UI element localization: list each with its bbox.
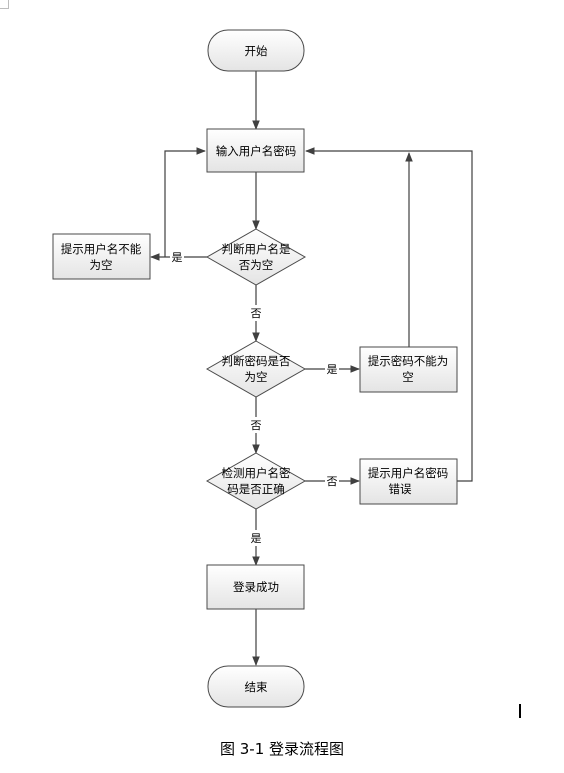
- end-terminator: [207, 665, 305, 708]
- verify-label-line1: 检测用户名密: [222, 466, 291, 480]
- end-label: 结束: [245, 680, 268, 694]
- success-label: 登录成功: [233, 580, 279, 594]
- user-empty-label-line1: 提示用户名不能: [61, 242, 142, 256]
- edge-label-pwd-empty-yes: 是: [327, 363, 338, 376]
- success-process-box: [206, 564, 305, 610]
- verify-label-line2: 码是否正确: [227, 482, 285, 496]
- edge-label-verify-yes: 是: [251, 532, 262, 545]
- edge-label-verify-no: 否: [327, 475, 338, 488]
- check-user-label-line1: 判断用户名是: [222, 242, 291, 256]
- edge-label-pwd-not-empty-no: 否: [251, 419, 262, 432]
- page-corner-mark: [0, 0, 9, 9]
- user-empty-label-line2: 为空: [90, 258, 113, 272]
- verify-decision: [205, 452, 307, 510]
- check-user-decision: [205, 228, 307, 286]
- pwd-empty-label-line2: 空: [402, 370, 414, 384]
- input-process-box: [206, 128, 305, 173]
- login-flowchart: 是 否 是 否 否 是 开始 输入用户名密码 判断用户名是 否为空 提示用户名不…: [52, 29, 473, 708]
- start-label: 开始: [245, 44, 268, 58]
- check-pwd-decision: [205, 340, 307, 398]
- user-empty-box: [52, 233, 151, 280]
- input-label: 输入用户名密码: [216, 144, 297, 158]
- wrong-label-line1: 提示用户名密码: [368, 466, 449, 480]
- start-terminator: [207, 29, 305, 72]
- wrong-label-line2: 错误: [389, 482, 412, 496]
- pwd-empty-box: [359, 346, 458, 393]
- text-cursor: [519, 704, 521, 718]
- check-user-label-line2: 否为空: [239, 258, 274, 272]
- pwd-empty-label-line1: 提示密码不能为: [368, 354, 449, 368]
- edge-user-empty-back-to-input: [164, 147, 206, 257]
- edge-label-user-not-empty-no: 否: [251, 307, 262, 320]
- wrong-box: [359, 458, 458, 505]
- edge-label-user-empty-yes: 是: [172, 251, 183, 264]
- figure-caption: 图 3-1 登录流程图: [219, 740, 345, 758]
- check-pwd-label-line1: 判断密码是否: [222, 354, 291, 368]
- edge-wrong-back-to-input: [305, 147, 473, 482]
- check-pwd-label-line2: 为空: [245, 370, 268, 384]
